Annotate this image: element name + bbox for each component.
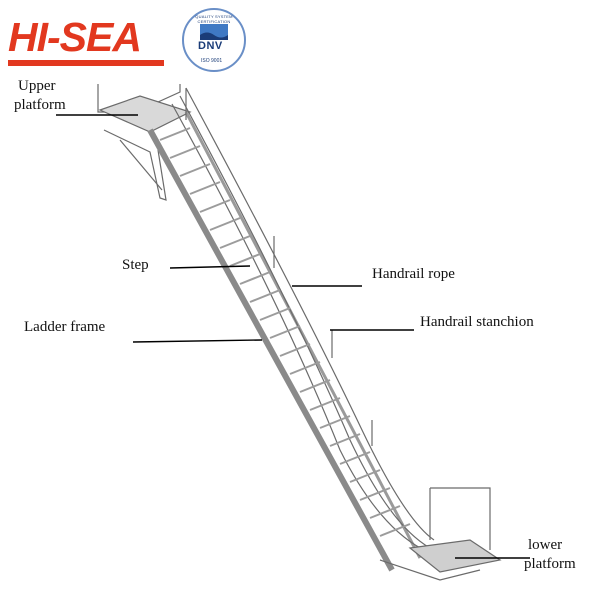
lower-platform-deck [408,539,502,573]
label-step: Step [122,257,149,273]
seal-ring-text: QUALITY SYSTEM CERTIFICATION [195,14,233,24]
leader-step [169,265,251,269]
dnv-certification-seal: QUALITY SYSTEM CERTIFICATION DNV ISO 900… [182,8,246,72]
ladder-stringer-right [184,111,422,559]
label-handrail-stanchion: Handrail stanchion [420,314,534,330]
label-handrail-rope: Handrail rope [372,266,455,282]
seal-ring [182,8,246,72]
logo-text: HI-SEA [8,14,142,60]
label-lower-platform-line1: lower [528,537,563,553]
handrail-rope-mid [179,95,431,549]
ladder-illustration [97,84,502,581]
handrail-rope-upper [185,87,435,541]
leader-ladder-frame [132,339,263,343]
seal-mark: DNV [198,40,223,52]
hi-sea-logo: HI-SEA [8,14,164,66]
logo-underline [8,60,164,66]
leader-lines [56,114,530,559]
label-upper-platform-line2: platform [14,97,66,113]
handrail-rope-lower [171,103,429,553]
seal-standard: ISO 9001 [201,58,223,64]
label-lower-platform-line2: platform [524,556,576,572]
upper-platform-support [103,129,167,201]
label-upper-platform-line1: Upper [18,78,56,94]
ladder-steps [159,127,411,537]
label-ladder-frame: Ladder frame [24,319,106,335]
upper-platform-deck [98,95,192,133]
dnv-mark-icon [200,24,228,40]
ladder-stringer-left [147,128,395,572]
lower-platform-rail [430,487,491,550]
